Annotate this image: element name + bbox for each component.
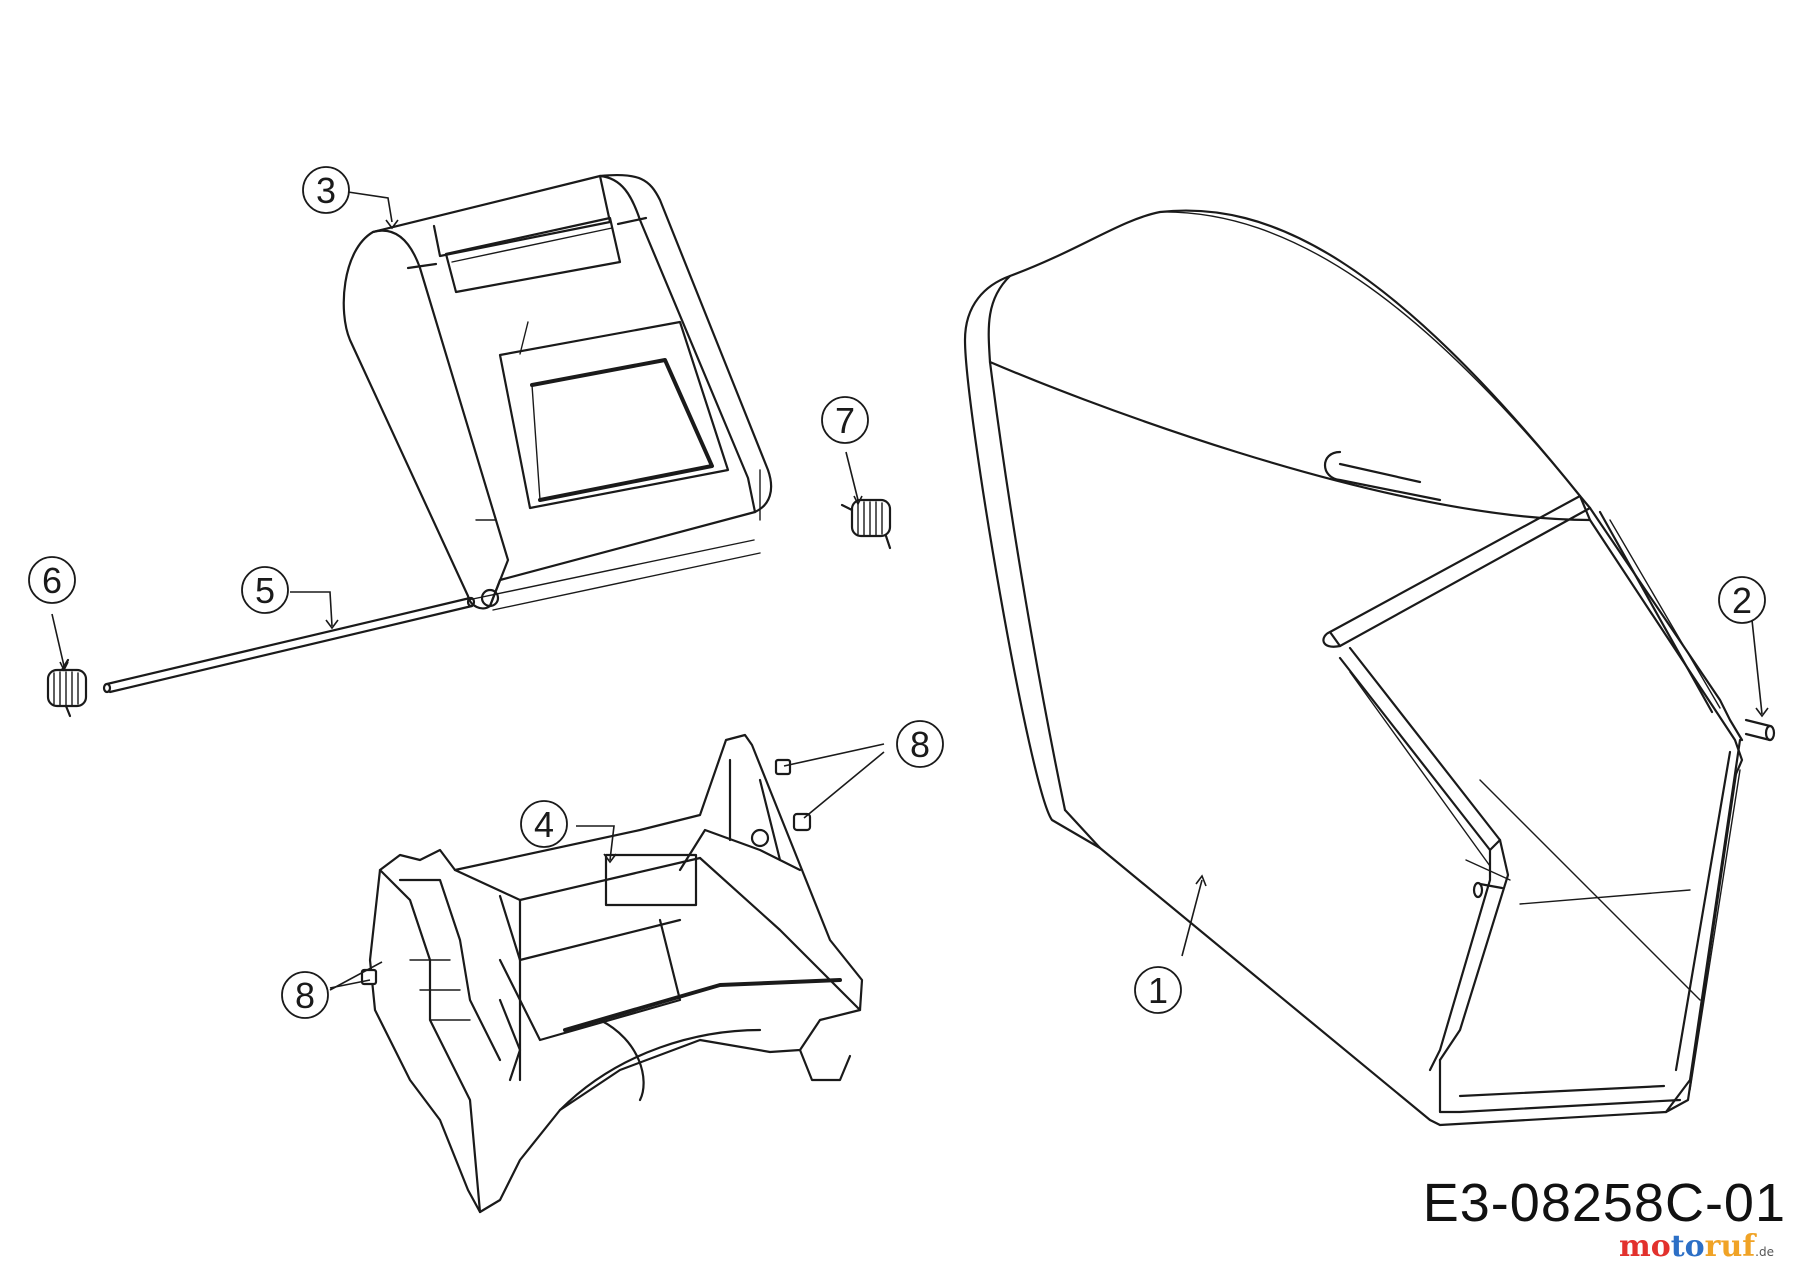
watermark-suffix: .de [1755, 1245, 1774, 1259]
callout-8-bottom: 8 [281, 971, 329, 1019]
part-4-housing [368, 733, 864, 1214]
callout-7: 7 [821, 396, 869, 444]
part-8-clips [360, 758, 812, 986]
leader-lines [51, 191, 1769, 991]
callout-6: 6 [28, 556, 76, 604]
watermark-logo: motoruf.de [1619, 1229, 1774, 1264]
callout-2: 2 [1718, 576, 1766, 624]
part-7-torsion-spring [840, 498, 892, 550]
callout-3: 3 [302, 166, 350, 214]
callout-4-label: 4 [534, 804, 554, 845]
callout-1: 1 [1134, 966, 1182, 1014]
part-1-grass-bag [963, 209, 1776, 1127]
callout-3-label: 3 [316, 170, 336, 211]
callout-1-label: 1 [1148, 970, 1168, 1011]
callout-6-label: 6 [42, 560, 62, 601]
drawing-id: E3-08258C-01 [1422, 1173, 1786, 1233]
callout-4: 4 [520, 800, 568, 848]
part-3-cover-flap [342, 174, 773, 611]
callout-8-top: 8 [896, 720, 944, 768]
watermark-part2: to [1670, 1229, 1705, 1264]
callout-8-top-label: 8 [910, 724, 930, 765]
callout-8-bottom-label: 8 [295, 975, 315, 1016]
part-5-hinge-rod [102, 596, 476, 694]
callout-5: 5 [241, 566, 289, 614]
callout-2-label: 2 [1732, 580, 1752, 621]
watermark-part3: ruf [1704, 1229, 1756, 1264]
callout-7-label: 7 [835, 400, 855, 441]
callout-5-label: 5 [255, 570, 275, 611]
part-6-torsion-spring [46, 658, 88, 718]
watermark-part1: mo [1619, 1229, 1671, 1264]
